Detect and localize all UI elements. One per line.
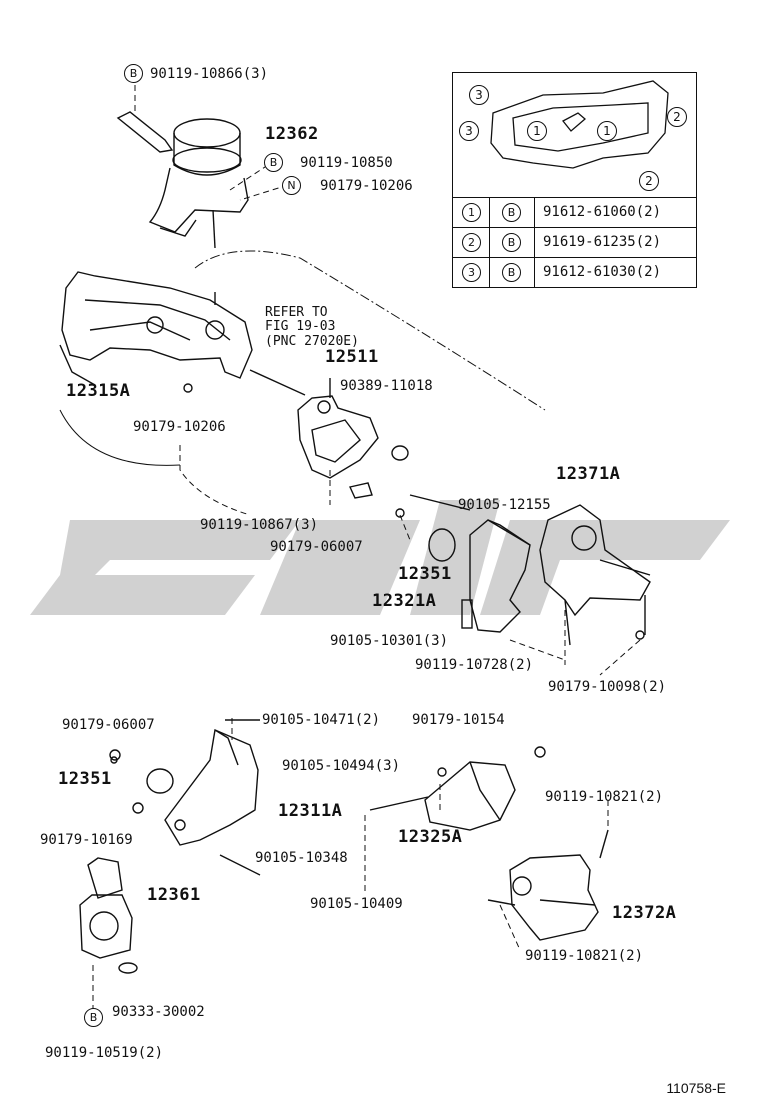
gasket-number: 2 bbox=[639, 171, 659, 191]
part-label: 12351 bbox=[58, 769, 112, 789]
gasket-number: 1 bbox=[527, 121, 547, 141]
figure-id: 110758-E bbox=[666, 1080, 726, 1096]
bracket-12321A bbox=[395, 494, 531, 633]
part-label: 90179-10098(2) bbox=[548, 679, 667, 695]
callout-b: B bbox=[124, 64, 143, 83]
part-label: 12361 bbox=[147, 885, 201, 905]
watermark-logo bbox=[30, 500, 730, 615]
mount-12372A bbox=[487, 829, 609, 941]
part-label: 90119-10728(2) bbox=[415, 657, 534, 673]
bracket-12325A bbox=[369, 746, 546, 831]
legend-mark: B bbox=[502, 203, 521, 222]
mount-12371A bbox=[539, 504, 651, 617]
refer-note-line: REFER TO bbox=[265, 305, 328, 320]
part-label: 90105-10471(2) bbox=[262, 712, 381, 728]
engine-mount-12362 bbox=[116, 111, 249, 249]
part-label: 12372A bbox=[612, 903, 677, 923]
part-label: 12511 bbox=[325, 347, 379, 367]
part-label: 90179-06007 bbox=[270, 539, 363, 555]
part-label: 90119-10866(3) bbox=[150, 66, 269, 82]
refer-note-line: FIG 19-03 bbox=[265, 319, 336, 334]
legend-number: 3 bbox=[462, 263, 481, 282]
bracket-12315A bbox=[59, 271, 306, 396]
part-label: 12351 bbox=[398, 564, 452, 584]
refer-note-line: (PNC 27020E) bbox=[265, 334, 359, 349]
gasket-number: 3 bbox=[459, 121, 479, 141]
part-label: 90105-10348 bbox=[255, 850, 348, 866]
part-label: 90179-06007 bbox=[62, 717, 155, 733]
legend-mark: B bbox=[502, 263, 521, 282]
legend-number: 2 bbox=[462, 233, 481, 252]
part-label: 90389-11018 bbox=[340, 378, 433, 394]
gasket-number: 1 bbox=[597, 121, 617, 141]
gasket-number: 3 bbox=[469, 85, 489, 105]
part-label: 90179-10206 bbox=[133, 419, 226, 435]
legend-row: 2 B 91619-61235(2) bbox=[453, 227, 696, 258]
part-label: 12371A bbox=[556, 464, 621, 484]
part-label: 90119-10850 bbox=[300, 155, 393, 171]
part-label: 90119-10821(2) bbox=[545, 789, 664, 805]
legend-table: 3 3 1 1 2 2 1 B 91612-61060(2) 2 B 91619… bbox=[452, 72, 697, 288]
part-label: 90105-10494(3) bbox=[282, 758, 401, 774]
gasket-sketch bbox=[490, 80, 669, 169]
part-label: 90119-10867(3) bbox=[200, 517, 319, 533]
mount-12361 bbox=[79, 857, 138, 974]
legend-number: 1 bbox=[462, 203, 481, 222]
part-label: 90105-12155 bbox=[458, 497, 551, 513]
legend-mark: B bbox=[502, 233, 521, 252]
legend-part-number: 91612-61030(2) bbox=[543, 264, 662, 280]
gasket-number: 2 bbox=[667, 107, 687, 127]
callout-b: B bbox=[84, 1008, 103, 1027]
part-label: 90333-30002 bbox=[112, 1004, 205, 1020]
part-label: 12325A bbox=[398, 827, 463, 847]
callout-n: N bbox=[282, 176, 301, 195]
part-label: 12311A bbox=[278, 801, 343, 821]
legend-part-number: 91619-61235(2) bbox=[543, 234, 662, 250]
bracket-12311A bbox=[109, 719, 261, 876]
part-label: 90179-10206 bbox=[320, 178, 413, 194]
legend-part-number: 91612-61060(2) bbox=[543, 204, 662, 220]
part-label: 12362 bbox=[265, 124, 319, 144]
bracket-12511 bbox=[297, 395, 409, 499]
part-label: 90179-10154 bbox=[412, 712, 505, 728]
part-label: 90119-10821(2) bbox=[525, 948, 644, 964]
legend-row: 3 B 91612-61030(2) bbox=[453, 257, 696, 288]
part-label: 90119-10519(2) bbox=[45, 1045, 164, 1061]
part-label: 12321A bbox=[372, 591, 437, 611]
part-label: 90105-10301(3) bbox=[330, 633, 449, 649]
part-label: 90179-10169 bbox=[40, 832, 133, 848]
part-label: 12315A bbox=[66, 381, 131, 401]
callout-b: B bbox=[264, 153, 283, 172]
legend-row: 1 B 91612-61060(2) bbox=[453, 197, 696, 228]
part-label: 90105-10409 bbox=[310, 896, 403, 912]
